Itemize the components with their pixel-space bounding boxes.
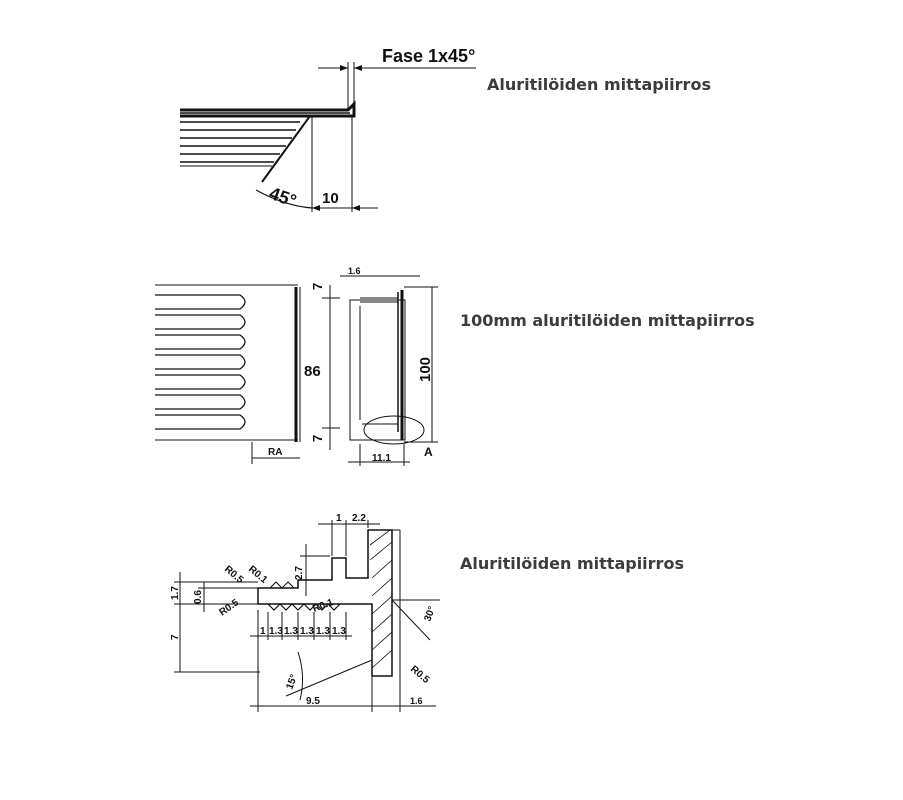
dim-1-top: 1 bbox=[336, 513, 342, 524]
edge-bottom-label: 7 bbox=[310, 435, 325, 442]
caption-bottom: Aluritilöiden mittapiirros bbox=[460, 554, 684, 573]
drawing-100mm-grating: RA 7 86 7 A 1.6 100 11.1 bbox=[155, 266, 438, 466]
height-86-label: 86 bbox=[304, 363, 321, 380]
caption-top: Aluritilöiden mittapiirros bbox=[487, 75, 711, 94]
dim-9-5-label: 9.5 bbox=[306, 696, 320, 707]
pitch-5: 1.3 bbox=[332, 626, 346, 637]
fase-label: Fase 1x45° bbox=[382, 46, 475, 66]
pitch-0: 1 bbox=[260, 626, 266, 637]
pitch-4: 1.3 bbox=[316, 626, 330, 637]
dim-0-6-label: 0.6 bbox=[193, 590, 204, 604]
drawing-profile-section: 30° 15° 1 2.2 2.7 1.7 0.6 7 R0.5 R0.1 R0… bbox=[170, 513, 440, 712]
pitch-2: 1.3 bbox=[284, 626, 298, 637]
radius-r0-1-mid: R0.1 bbox=[311, 597, 335, 615]
gap-1-6-label: 1.6 bbox=[348, 266, 361, 276]
angle-30-label: 30° bbox=[422, 605, 438, 623]
dim-1-7-label: 1.7 bbox=[170, 586, 181, 600]
radius-r0-5-top: R0.5 bbox=[222, 564, 246, 586]
detail-a-circle bbox=[363, 415, 425, 445]
caption-middle: 100mm aluritilöiden mittapiirros bbox=[460, 311, 755, 330]
detail-a-label: A bbox=[424, 445, 433, 459]
dim-2-2-label: 2.2 bbox=[352, 513, 366, 524]
angle-15-label: 15° bbox=[284, 673, 300, 691]
ra-label: RA bbox=[268, 447, 282, 458]
dim-10-label: 10 bbox=[322, 190, 339, 207]
pitch-1: 1.3 bbox=[269, 626, 283, 637]
angle-45-label: 45° bbox=[267, 183, 299, 211]
radius-r0-5-right: R0.5 bbox=[408, 664, 432, 686]
depth-11-1-label: 11.1 bbox=[372, 453, 391, 464]
radius-r0-5-left: R0.5 bbox=[217, 597, 241, 618]
edge-top-label: 7 bbox=[310, 283, 325, 290]
pitch-3: 1.3 bbox=[300, 626, 314, 637]
drawing-chamfer-detail: Fase 1x45° 45° 10 bbox=[180, 46, 476, 212]
dim-1-6-bottom: 1.6 bbox=[410, 696, 423, 706]
height-100-label: 100 bbox=[417, 357, 434, 382]
radius-r0-1-top: R0.1 bbox=[246, 564, 270, 586]
dim-7-label: 7 bbox=[170, 634, 181, 640]
dim-2-7-label: 2.7 bbox=[294, 566, 305, 580]
